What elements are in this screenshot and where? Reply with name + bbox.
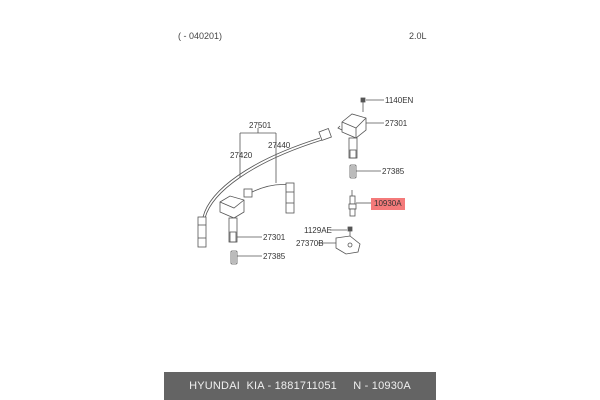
part-label-10930A-highlighted[interactable]: 10930A: [371, 198, 405, 210]
bracket-icon: [318, 226, 361, 255]
date-range: ( - 040201): [178, 31, 223, 41]
ignition-coil-bottom-icon: [219, 195, 262, 243]
part-label-27440[interactable]: 27440: [268, 141, 291, 150]
bolt-icon: [360, 97, 384, 112]
part-label-1140EN[interactable]: 1140EN: [385, 96, 414, 105]
part-number-footer: HYUNDAI KIA - 1881711051 N - 10930A: [164, 372, 436, 400]
part-label-27301-bottom[interactable]: 27301: [263, 233, 286, 242]
spark-plug-icon: [348, 190, 371, 217]
part-label-1129AE[interactable]: 1129AE: [304, 226, 332, 235]
ignition-cable-long-icon: [197, 128, 332, 248]
part-label-27385-bottom[interactable]: 27385: [263, 252, 286, 261]
part-label-27501[interactable]: 27501: [249, 121, 272, 130]
part-label-27420[interactable]: 27420: [230, 151, 253, 160]
plug-boot-bottom-icon: [230, 250, 262, 265]
plug-boot-top-icon: [349, 164, 381, 179]
cable-set-leader: [239, 128, 277, 183]
part-label-27385-top[interactable]: 27385: [382, 167, 405, 176]
ignition-cable-short-icon: [243, 182, 295, 214]
engine-size: 2.0L: [409, 31, 427, 41]
part-label-27301-top[interactable]: 27301: [385, 119, 408, 128]
part-label-27370B[interactable]: 27370B: [296, 239, 324, 248]
ignition-coil-top-icon: [337, 113, 384, 159]
